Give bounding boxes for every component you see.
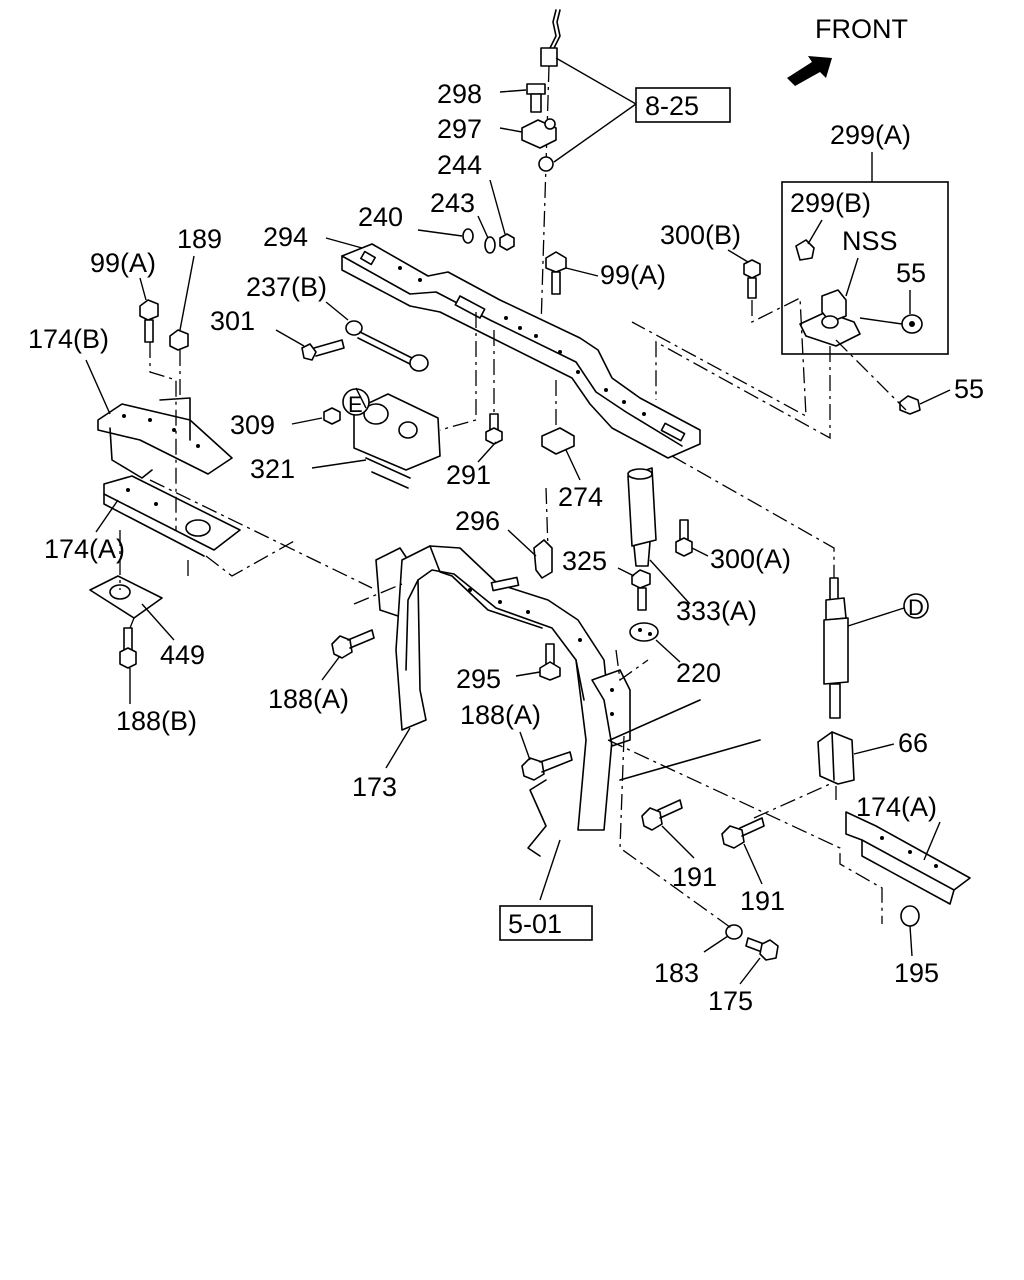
label-55-upper: 55 [896,258,926,288]
bolt-300a [675,519,693,557]
bolt-175 [745,937,779,961]
label-298: 298 [437,79,482,109]
label-174a-right: 174(A) [856,792,937,822]
nut-309 [323,407,341,425]
ref-8-25: 8-25 [645,91,699,121]
label-301: 301 [210,306,255,336]
callout-e: E [348,392,363,417]
label-220: 220 [676,658,721,688]
label-173: 173 [352,772,397,802]
label-243: 243 [430,188,475,218]
damper-333a [627,467,657,567]
shock-d [823,577,929,719]
washer-243 [484,236,496,254]
label-189: 189 [177,224,222,254]
label-66: 66 [898,728,928,758]
label-195: 195 [894,958,939,988]
nut-small [538,156,554,172]
nut-55-lower [899,395,921,415]
label-297: 297 [437,114,482,144]
label-188a-left: 188(A) [268,684,349,714]
label-188b: 188(B) [116,706,197,736]
bracket-66 [817,731,855,785]
bolt-188b [119,627,137,669]
assembly-box-299a [781,181,949,355]
nut-244 [499,233,515,251]
bolt-99a-left [139,299,159,343]
mount-299a [795,239,923,347]
sensor-cable [539,9,561,361]
label-291: 291 [446,460,491,490]
label-333a: 333(A) [676,596,757,626]
bolt-99a-mid [545,251,567,295]
bolt-295 [539,643,561,681]
label-174b: 174(B) [28,324,109,354]
washer-183 [725,924,743,940]
bolt-188a-left [331,629,375,659]
link-rod-237b [345,320,429,372]
assembly-lines [439,296,907,578]
label-244: 244 [437,150,482,180]
bolt-300b [743,259,761,299]
label-325: 325 [562,546,607,576]
frame-174a-left [103,475,241,557]
nut-189 [169,329,189,351]
ref-box-5-01 [499,905,593,941]
label-nss: NSS [842,226,898,256]
label-55-lower: 55 [954,374,984,404]
label-175: 175 [708,986,753,1016]
washer-small [544,118,556,130]
label-300a: 300(A) [710,544,791,574]
label-294: 294 [263,222,308,252]
ref-5-01: 5-01 [508,909,562,939]
ref-box-8-25 [635,87,731,123]
label-191-left: 191 [672,862,717,892]
bolt-291 [485,330,503,445]
washer-195 [900,905,920,927]
label-237b: 237(B) [246,272,327,302]
label-99a-mid: 99(A) [600,260,666,290]
label-240: 240 [358,202,403,232]
main-lines [353,583,883,931]
bolt-298 [526,83,546,113]
bolt-301 [301,339,345,361]
bracket-274 [541,380,575,455]
label-174a-left: 174(A) [44,534,125,564]
label-300b: 300(B) [660,220,741,250]
bolt-191-right [721,817,765,849]
bracket-321 [342,388,441,489]
label-296: 296 [455,506,500,536]
bolt-191-left [641,799,683,831]
bracket-174b [97,397,233,479]
bracket-449 [89,575,163,619]
bolt-325 [631,569,651,611]
label-449: 449 [160,640,205,670]
front-arrow-icon [787,56,832,86]
label-188a-mid: 188(A) [460,700,541,730]
crossmember-173 [375,545,631,831]
cross-member-294 [341,243,701,459]
label-299b: 299(B) [790,188,871,218]
bracket-296 [533,539,553,579]
label-274: 274 [558,482,603,512]
left-lines [119,342,373,629]
label-99a-left: 99(A) [90,248,156,278]
label-321: 321 [250,454,295,484]
frame-174a-right [845,811,971,905]
cylinder-5-01 [527,699,761,857]
washer-240 [462,228,474,244]
bolt-188a-mid [521,751,573,781]
label-183: 183 [654,958,699,988]
label-191-right: 191 [740,886,785,916]
label-299a: 299(A) [830,120,911,150]
front-label: FRONT [815,14,908,44]
plate-220 [629,622,659,642]
callout-d: D [908,595,924,620]
label-295: 295 [456,664,501,694]
label-309: 309 [230,410,275,440]
